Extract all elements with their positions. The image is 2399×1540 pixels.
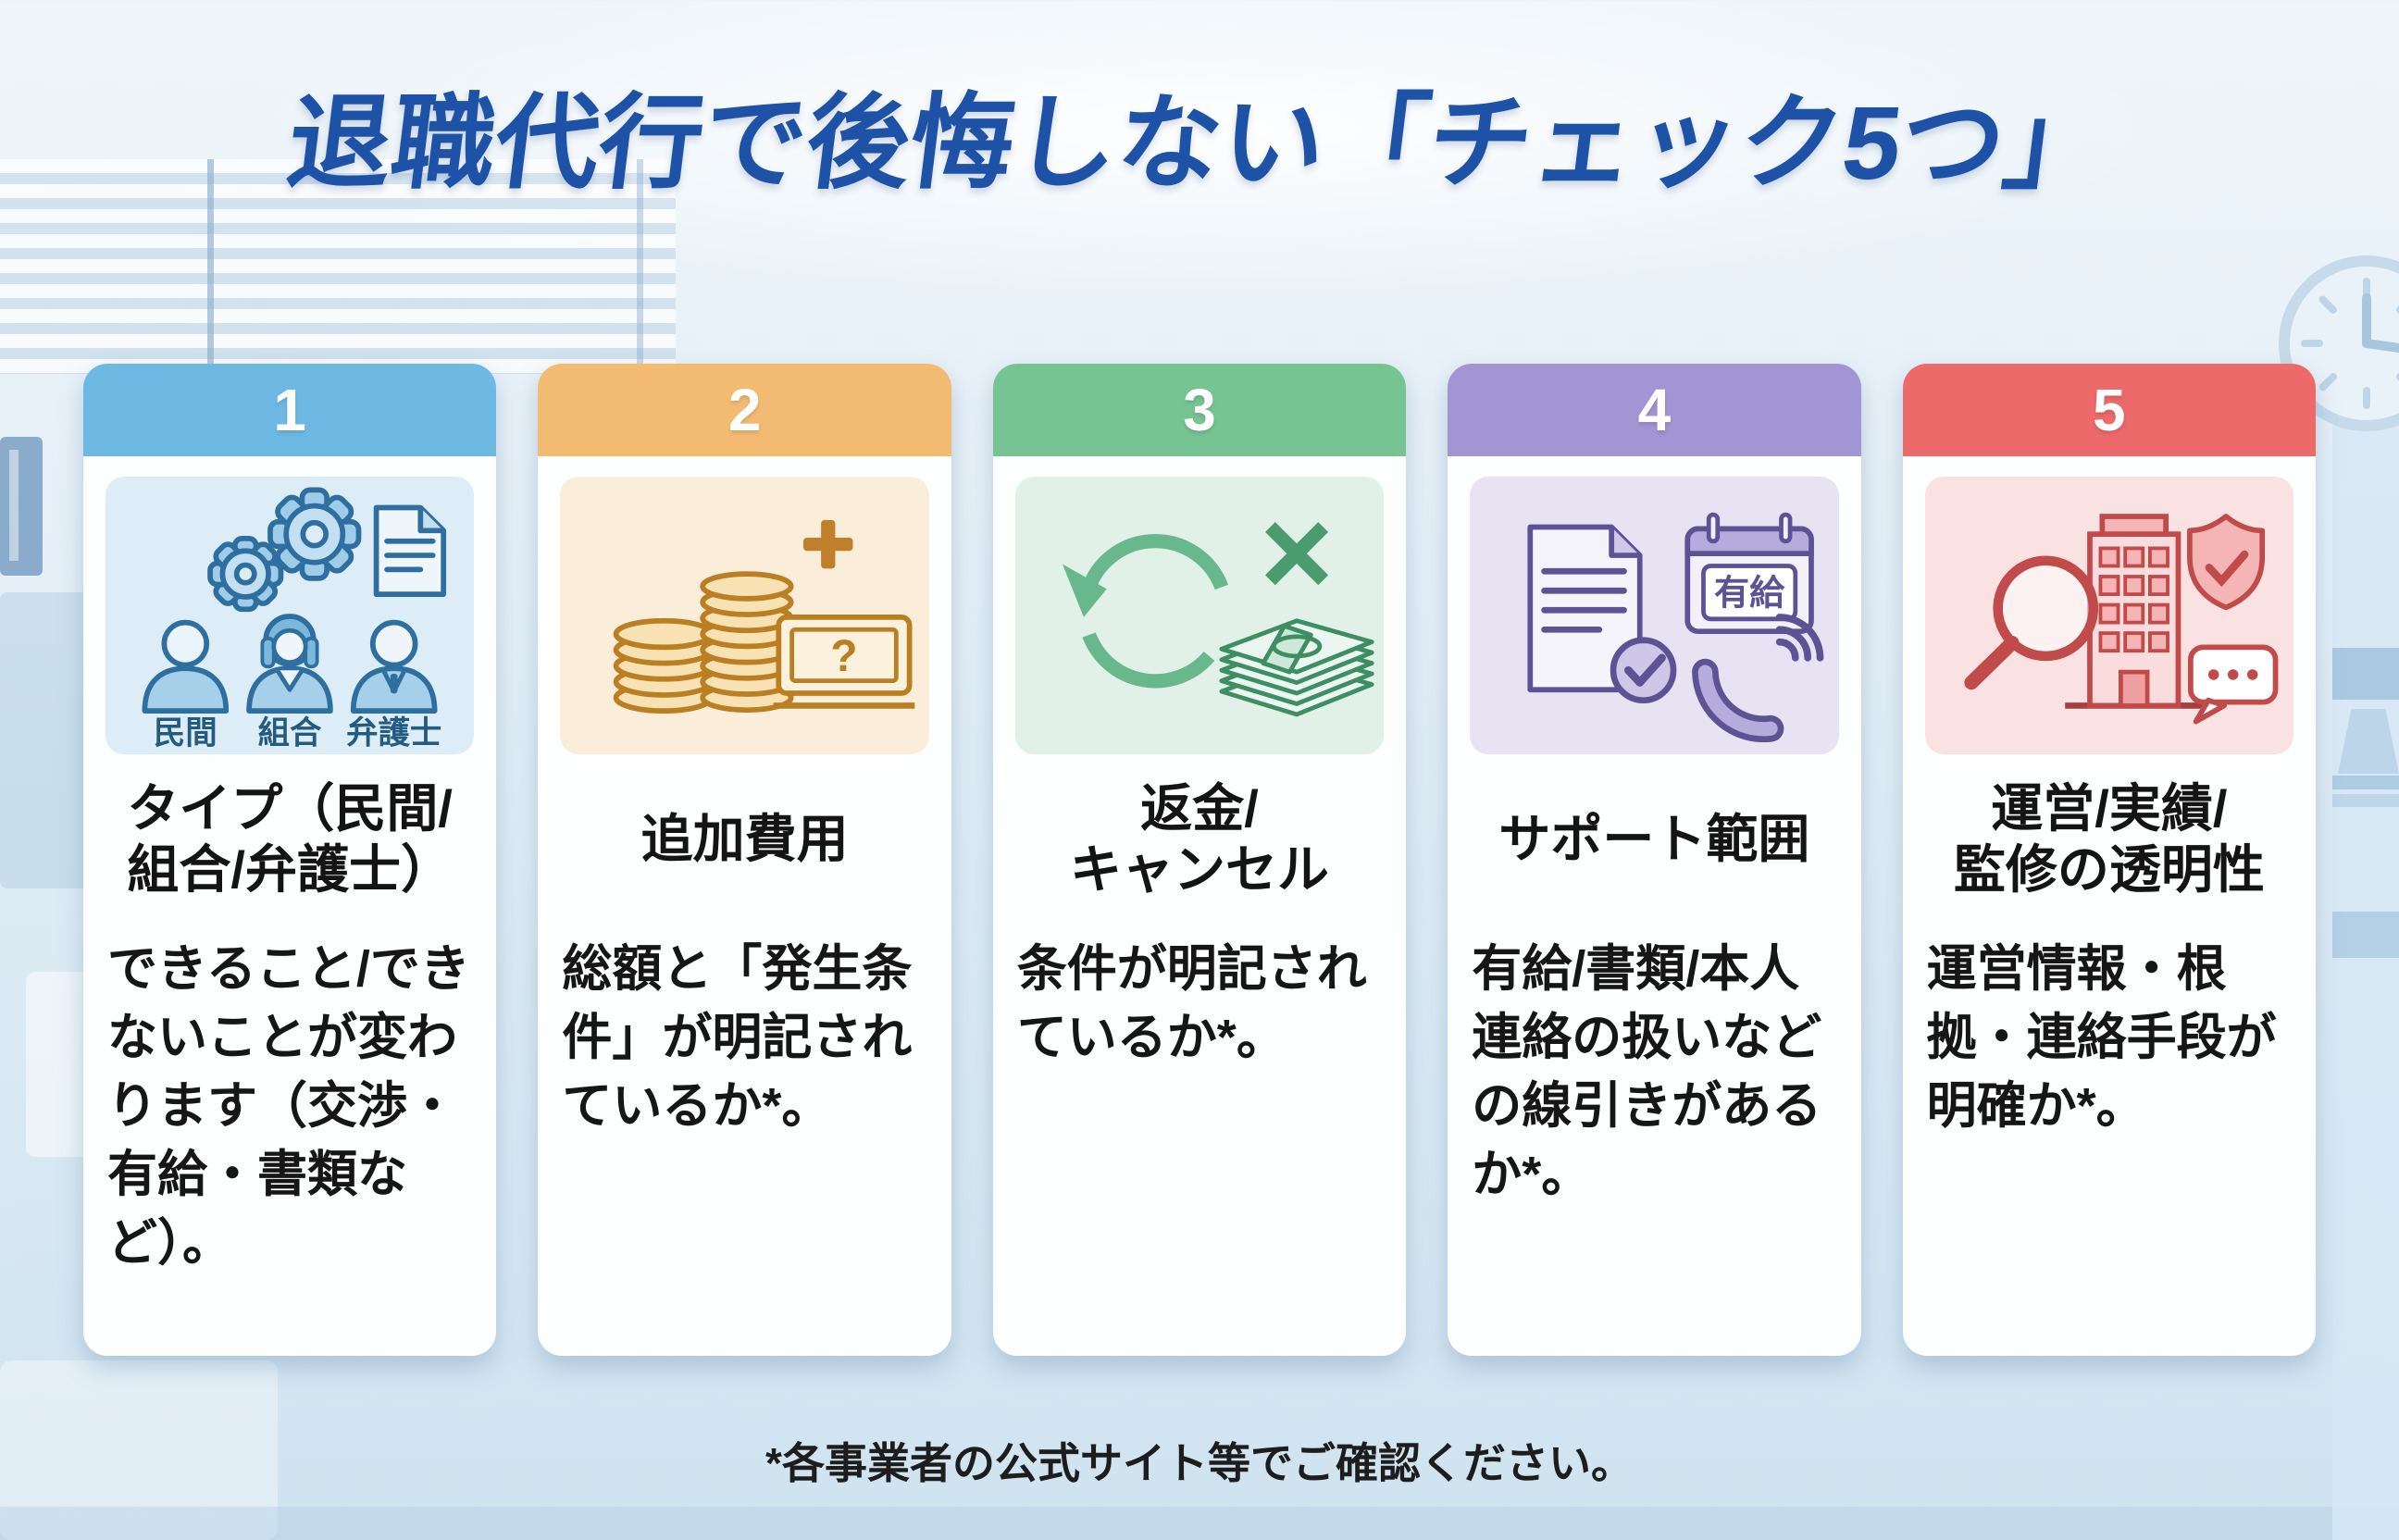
footnote: *各事業者の公式サイト等でご確認ください。 [765, 1439, 1634, 1487]
card-title: サポート範囲 [1498, 809, 1810, 868]
card-number-badge: 4 [1448, 364, 1861, 456]
page-title: 退職代行で後悔しない「チェック5つ」 [281, 85, 2116, 201]
clock-face [2301, 278, 2399, 409]
card-icon-area: 有給 [1470, 477, 1839, 754]
shelf-line [2332, 776, 2399, 789]
checked-document-icon [1527, 524, 1677, 704]
document-calendar-phone-icon: 有給 [1527, 512, 1824, 743]
card-support-scope: 4 [1448, 364, 1861, 1356]
speech-bubble-icon [2187, 644, 2279, 725]
magnifier-building-shield-icon [1964, 514, 2279, 725]
coins-banknote-question-icon: ? [613, 519, 914, 714]
card-icon-area [1014, 477, 1385, 754]
money-stack-icon [1219, 618, 1374, 717]
refund-arrows-money-icon [1062, 522, 1374, 717]
card-extra-cost: 2 [538, 364, 951, 1356]
card-body: 運営情報・根拠・連絡手段が明確か*。 [1926, 941, 2277, 1134]
window-blinds-icon [0, 159, 676, 374]
calendar-icon [1684, 512, 1815, 635]
checklist-cards: 1 [83, 364, 2317, 1356]
person-label: 弁護士 [346, 715, 441, 749]
card-body: 有給/書類/本人連絡の扱いなどの線引きがあるか*。 [1472, 941, 1822, 1202]
person-label: 民間 [154, 715, 218, 749]
card-title: 運営/実績/ 監修の透明性 [1953, 778, 2265, 899]
card-transparency: 5 [1902, 364, 2317, 1356]
card-type: 1 [83, 364, 497, 1356]
card-title: 返金/ キャンセル [1070, 778, 1330, 899]
card-refund-cancel: 3 [992, 364, 1407, 1356]
calendar-label: 有給 [1714, 574, 1785, 614]
blind-cord [637, 159, 643, 402]
furniture-silhouette [2332, 912, 2399, 958]
person-label: 組合 [258, 715, 322, 749]
shelf-line [2332, 794, 2399, 807]
shield-check-icon [2186, 514, 2265, 611]
card-title: 追加費用 [640, 809, 849, 868]
x-mark-icon [1265, 522, 1329, 586]
card-number-badge: 3 [992, 364, 1407, 456]
plus-icon [802, 519, 853, 569]
blind-cord [207, 159, 214, 402]
phone-icon [1692, 614, 1824, 743]
card-number-badge: 2 [538, 364, 951, 456]
question-mark: ? [830, 632, 857, 681]
card-number-badge: 5 [1902, 364, 2317, 456]
card-title: タイプ（民間/ 組合/弁護士） [127, 778, 453, 899]
desk-silhouette [0, 1360, 278, 1540]
card-icon-area [1924, 477, 2294, 754]
card-icon-area: ? [560, 477, 929, 754]
floor-band [0, 1507, 2399, 1540]
card-body: 条件が明記されているか*。 [1016, 941, 1367, 1065]
card-body: できること/できないことが変わります（交渉・有給・書類など）。 [107, 941, 470, 1271]
magnifier-icon [1964, 555, 2098, 690]
card-icon-area: 民間 組合 弁護士 [106, 477, 475, 754]
card-body: 総額と「発生条件」が明記されているか*。 [562, 941, 913, 1134]
bookshelf-silhouette [0, 437, 43, 576]
banknote-icon [773, 615, 914, 709]
card-number-badge: 1 [83, 364, 497, 456]
gears-document-people-icon: 民間 組合 弁護士 [142, 487, 447, 749]
circular-arrow-icon [1062, 533, 1229, 689]
building-icon [2065, 514, 2216, 709]
furniture-silhouette [2332, 648, 2399, 700]
